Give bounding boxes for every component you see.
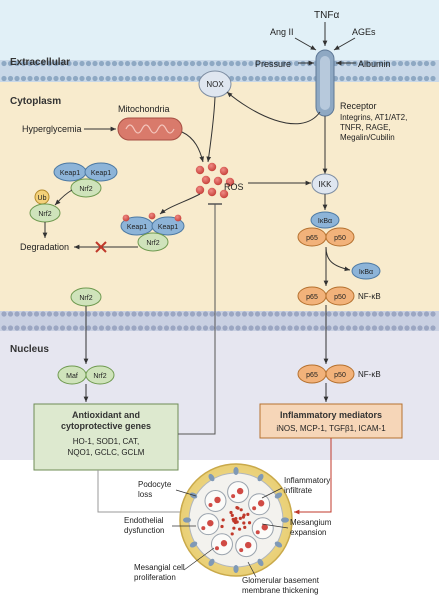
podocyte-loss-1: Podocyte xyxy=(138,480,172,489)
inflammatory-genes: iNOS, MCP-1, TGFβ1, ICAM-1 xyxy=(276,424,386,433)
inflammatory-mediators-box: Inflammatory mediators iNOS, MCP-1, TGFβ… xyxy=(260,404,402,438)
podocyte-loss-2: loss xyxy=(138,490,152,499)
mesangium-expansion-2: expansion xyxy=(290,528,326,537)
receptor-detail-1: Integrins, AT1/AT2, xyxy=(340,113,407,122)
antioxidant-genes-box: Antioxidant and cytoprotective genes HO-… xyxy=(34,404,178,470)
mesangial-proliferation-1: Mesangial cell xyxy=(134,563,185,572)
mitochondria xyxy=(118,118,182,140)
extracellular-label: Extracellular xyxy=(10,57,70,68)
p65-label-a: p65 xyxy=(306,235,318,242)
keap1-label-d: Keap1 xyxy=(158,224,178,231)
p50-label-b: p50 xyxy=(334,294,346,301)
nox-label: NOX xyxy=(206,80,224,89)
albumin-label: Albumin xyxy=(358,59,391,69)
ub-label: Ub xyxy=(38,195,47,202)
degradation-label: Degradation xyxy=(20,242,69,252)
gbm-thickening-1: Glomerular basement xyxy=(242,576,320,585)
ikba-free: IκBα xyxy=(352,263,380,279)
antioxidant-title-1: Antioxidant and xyxy=(72,410,140,420)
endothelial-dysfunction-2: dysfunction xyxy=(124,526,164,535)
keap1-label-a: Keap1 xyxy=(60,170,80,177)
nrf2-label-b: Nrf2 xyxy=(38,211,51,218)
antioxidant-genes-2: NQO1, GCLC, GCLM xyxy=(68,448,145,457)
receptor xyxy=(316,50,334,116)
inflammatory-title: Inflammatory mediators xyxy=(280,410,382,420)
receptor-detail-2: TNFR, RAGE, xyxy=(340,123,391,132)
hyperglycemia-label: Hyperglycemia xyxy=(22,124,82,134)
cytoplasm-label: Cytoplasm xyxy=(10,96,61,107)
mesangial-proliferation-2: proliferation xyxy=(134,573,176,582)
maf-label: Maf xyxy=(66,373,78,380)
nrf2-label-c: Nrf2 xyxy=(146,240,159,247)
ikk: IKK xyxy=(312,174,338,194)
nfkb-label-a: NF-κB xyxy=(358,292,381,301)
p65-label-c: p65 xyxy=(306,372,318,379)
receptor-detail-3: Megalin/Cubilin xyxy=(340,133,395,142)
gbm-thickening-2: membrane thickening xyxy=(242,586,318,595)
mesangium-expansion-1: Mesangium xyxy=(290,518,332,527)
p50-label-a: p50 xyxy=(334,235,346,242)
cytoplasm-region xyxy=(0,60,439,320)
ros-label: ROS xyxy=(224,182,244,192)
keap1-label-c: Keap1 xyxy=(127,224,147,231)
antioxidant-genes-1: HO-1, SOD1, CAT, xyxy=(73,437,140,446)
pressure-label: Pressure xyxy=(255,59,291,69)
p65-label-b: p65 xyxy=(306,294,318,301)
nuclear-membrane xyxy=(0,311,439,331)
ikba-label-b: IκBα xyxy=(359,269,373,276)
keap1-label-b: Keap1 xyxy=(91,170,111,177)
nox: NOX xyxy=(199,71,231,97)
antioxidant-title-2: cytoprotective genes xyxy=(61,421,151,431)
glomerulus xyxy=(180,464,292,576)
endothelial-dysfunction-1: Endothelial xyxy=(124,516,164,525)
ang2-label: Ang II xyxy=(270,27,294,37)
tnfa-label: TNFα xyxy=(314,10,339,21)
ikk-label: IKK xyxy=(319,180,333,189)
nrf2-label-e: Nrf2 xyxy=(93,373,106,380)
nrf2-label-a: Nrf2 xyxy=(79,186,92,193)
inflammatory-infiltrate-1: Inflammatory xyxy=(284,476,330,485)
nrf2-label-d: Nrf2 xyxy=(79,295,92,302)
p50-label-c: p50 xyxy=(334,372,346,379)
nucleus-label: Nucleus xyxy=(10,344,49,355)
nfkb-label-b: NF-κB xyxy=(358,370,381,379)
receptor-label: Receptor xyxy=(340,101,377,111)
nrf2-free: Nrf2 xyxy=(71,288,101,306)
ages-label: AGEs xyxy=(352,27,376,37)
ikba-label-a: IκBα xyxy=(318,218,332,225)
inflammatory-infiltrate-2: infiltrate xyxy=(284,486,313,495)
mitochondria-label: Mitochondria xyxy=(118,104,170,114)
